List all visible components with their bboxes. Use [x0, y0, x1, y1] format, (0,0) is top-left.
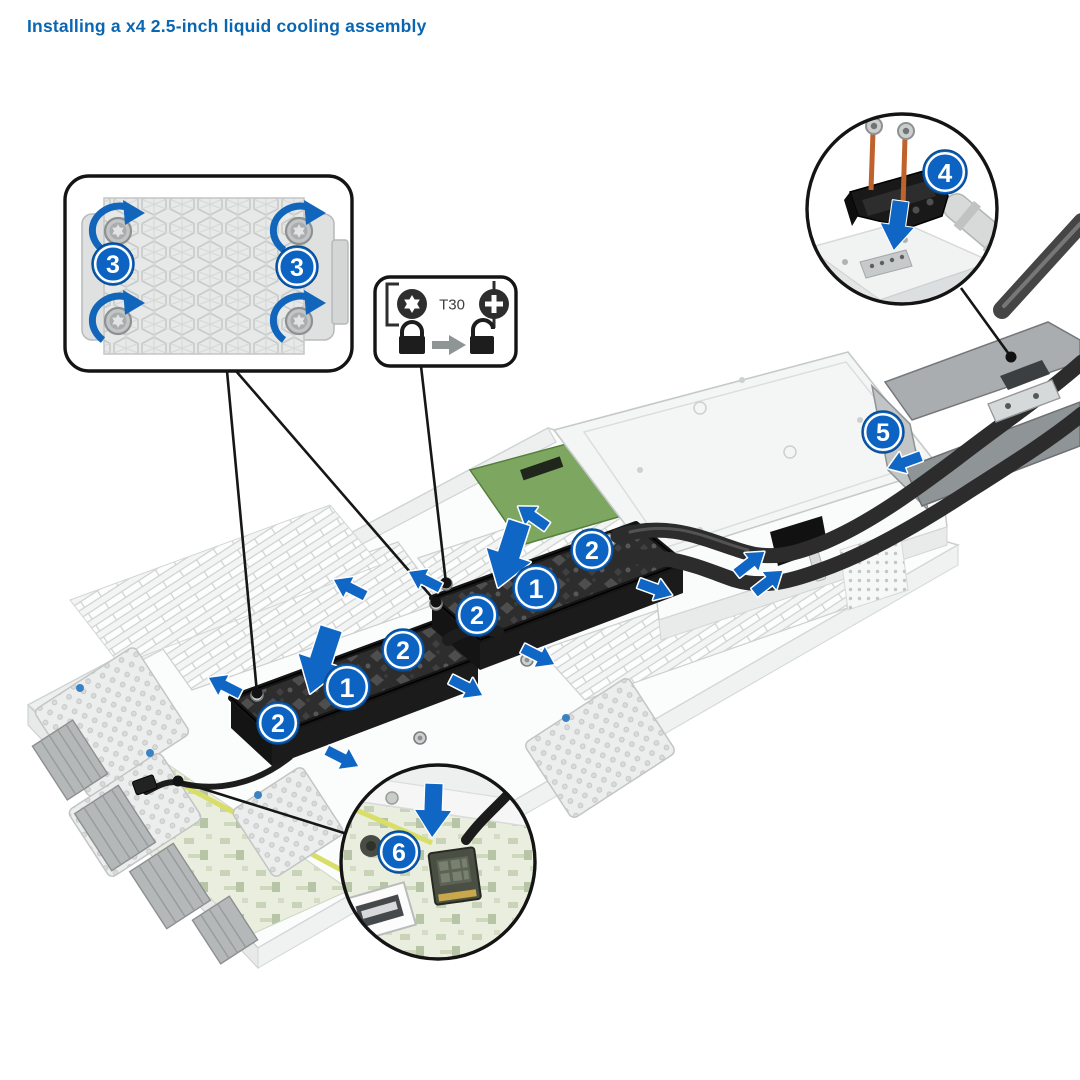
svg-text:5: 5 — [876, 419, 890, 447]
svg-text:1: 1 — [339, 673, 354, 703]
step-badge-4: 4 — [922, 149, 968, 195]
svg-text:2: 2 — [470, 602, 484, 630]
step-badge-3: 3 — [91, 242, 135, 286]
step-badge-2: 2 — [455, 593, 499, 637]
callout-box-coldplate — [63, 174, 354, 373]
svg-text:1: 1 — [528, 574, 543, 604]
callout-circle-border — [805, 112, 999, 306]
callout-circle-border — [339, 763, 537, 961]
lock-open-icon — [470, 317, 495, 354]
step-badge-6: 6 — [377, 830, 421, 874]
svg-text:6: 6 — [392, 839, 406, 867]
leader-line — [959, 287, 1013, 358]
cooling-cable-connector — [427, 846, 482, 906]
torx-screws — [103, 216, 314, 336]
step-badge-1: 1 — [512, 564, 560, 612]
leader-dot — [172, 775, 184, 787]
svg-text:2: 2 — [396, 637, 410, 665]
bracket-screw — [865, 117, 915, 208]
svg-text:3: 3 — [106, 251, 120, 279]
leader-line — [177, 779, 345, 835]
step-badge-3: 3 — [275, 245, 319, 289]
plate-mounting-screw — [413, 731, 427, 745]
leader-line — [235, 370, 437, 603]
leader-line — [225, 370, 259, 694]
coldplate-tab — [331, 239, 349, 325]
bracket-clip — [987, 360, 1061, 423]
retention-bracket — [844, 167, 949, 229]
step-badge-5: 5 — [861, 410, 905, 454]
svg-text:2: 2 — [271, 710, 285, 738]
lock-closed-icon — [399, 319, 425, 354]
front-connector-blocks — [31, 719, 259, 965]
svg-text:3: 3 — [290, 254, 304, 282]
step-badge-2: 2 — [570, 528, 614, 572]
transition-arrow-icon — [432, 335, 466, 355]
step-badges: 3 3 2 1 2 2 1 2 4 5 6 — [91, 149, 968, 874]
leader-line — [419, 365, 448, 584]
step-badge-2: 2 — [381, 628, 425, 672]
svg-text:4: 4 — [938, 158, 953, 188]
torx-size-label: T30 — [439, 297, 465, 314]
page-title: Installing a x4 2.5-inch liquid cooling … — [27, 16, 427, 36]
leader-lines — [172, 287, 1017, 835]
step-badge-2: 2 — [256, 701, 300, 745]
step-badge-1: 1 — [323, 663, 371, 711]
leader-dot — [430, 596, 442, 608]
leader-dot — [1005, 351, 1017, 363]
leader-dot — [440, 577, 452, 589]
svg-text:2: 2 — [585, 537, 599, 565]
phillips-screwdriver-icon — [479, 281, 509, 328]
bracket-glyph — [385, 282, 399, 327]
liquid-cooling-hoses — [604, 213, 1080, 592]
torx-screw-icon — [397, 289, 427, 319]
callout-circle-bracket — [805, 112, 999, 306]
leader-dot — [251, 687, 263, 699]
tool-info-box: T30 — [373, 275, 518, 368]
